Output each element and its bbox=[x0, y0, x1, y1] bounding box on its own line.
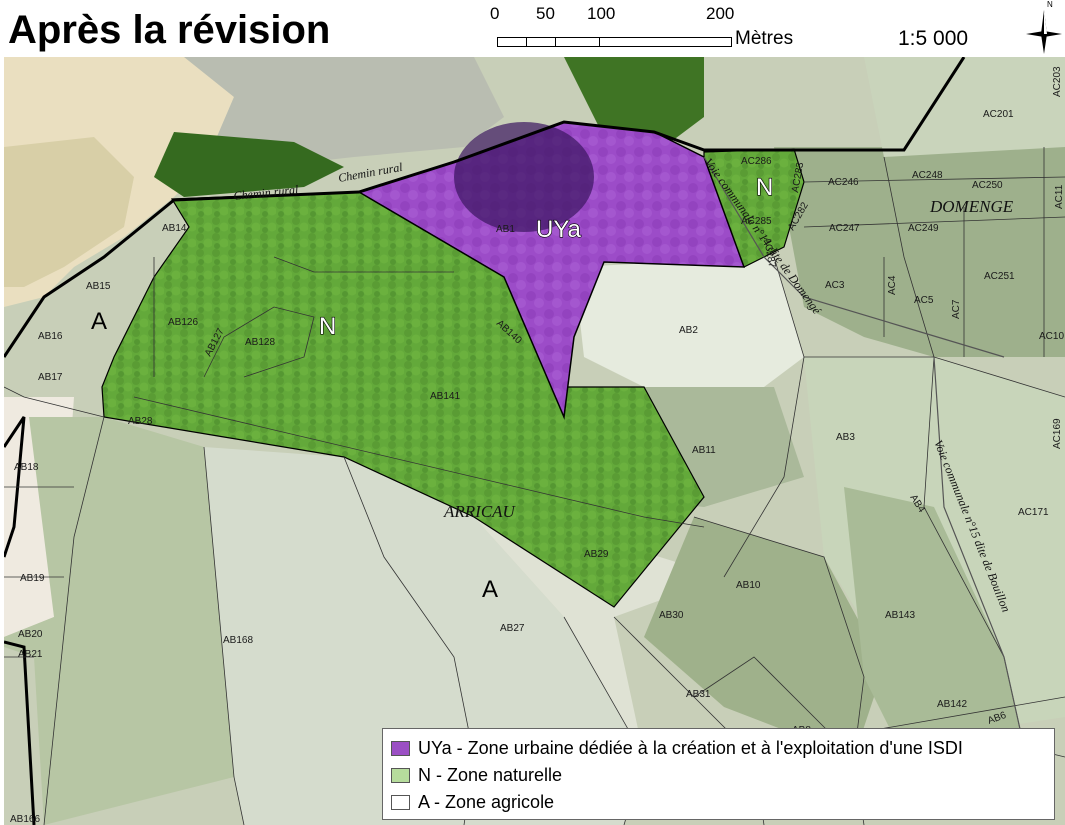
scale-segment bbox=[526, 37, 556, 47]
north-label: N bbox=[1047, 0, 1053, 9]
scale-tick-100: 100 bbox=[587, 4, 616, 23]
parcel-label: AB27 bbox=[500, 623, 525, 634]
tree-band bbox=[154, 132, 344, 197]
scale-bar: 0 50 100 200 Mètres bbox=[480, 4, 840, 52]
map-title: Après la révision bbox=[8, 8, 331, 52]
scale-ratio: 1:5 000 bbox=[898, 27, 969, 50]
parcel-label: AB128 bbox=[245, 337, 275, 348]
field-domenge bbox=[774, 147, 1065, 357]
place-label-domenge: DOMENGE bbox=[929, 197, 1014, 216]
scale-tick-0: 0 bbox=[490, 4, 500, 23]
scale-tick-200: 200 bbox=[706, 4, 735, 23]
parcel-label: AB28 bbox=[128, 416, 153, 427]
parcel-label: AC250 bbox=[972, 180, 1003, 191]
road-label-chemin-rural: Chemin rural bbox=[233, 182, 300, 203]
map-legend: UYa - Zone urbaine dédiée à la création … bbox=[382, 728, 1055, 820]
zone-uya-quarry bbox=[359, 122, 744, 417]
parcel-label: AB11 bbox=[692, 445, 716, 456]
parcel-label: AB10 bbox=[736, 580, 761, 591]
parcel-label: AB29 bbox=[584, 549, 609, 560]
map-canvas[interactable]: UYa N N A A DOMENGE ARRICAU Chemin rural… bbox=[4, 57, 1065, 825]
legend-label-a: A - Zone agricole bbox=[418, 792, 555, 812]
parcel-label: AC203 bbox=[1052, 66, 1063, 97]
commune-boundary bbox=[4, 640, 36, 825]
road-bouillon bbox=[933, 356, 1025, 748]
legend-label-n: N - Zone naturelle bbox=[418, 765, 563, 785]
parcel-label: AB1 bbox=[496, 224, 515, 235]
parcel-label: AC11 bbox=[1054, 184, 1065, 209]
legend-swatch-uya bbox=[391, 741, 410, 756]
parcel-label: AC10 bbox=[1039, 331, 1064, 342]
zone-label-n: N bbox=[319, 313, 336, 340]
parcel-label: AB14 bbox=[162, 223, 187, 234]
zone-label-uya: UYa bbox=[536, 216, 582, 243]
parcel-label: AB17 bbox=[38, 372, 63, 383]
zone-label-n-small: N bbox=[756, 174, 773, 201]
parcel-label: AB168 bbox=[223, 635, 253, 646]
road-domenge bbox=[703, 156, 1005, 358]
scale-segment bbox=[555, 37, 600, 47]
parcel-label: AC201 bbox=[983, 109, 1014, 120]
parcel-label: AC4 bbox=[887, 275, 898, 295]
place-label-arricau: ARRICAU bbox=[443, 502, 517, 521]
north-arrow-icon: N bbox=[1024, 0, 1064, 56]
parcel-label: AC283 bbox=[790, 161, 806, 193]
legend-item-a: A - Zone agricole bbox=[391, 789, 1048, 816]
parcel-label: AC287 bbox=[761, 237, 777, 269]
parcel-label: AB143 bbox=[885, 610, 915, 621]
legend-item-n: N - Zone naturelle bbox=[391, 762, 1048, 789]
parcel-label: AC247 bbox=[829, 223, 860, 234]
parcel-label: AC285 bbox=[741, 216, 772, 227]
field-tan bbox=[4, 137, 134, 287]
parcel-label: AC3 bbox=[825, 280, 845, 291]
parcel-label: AB18 bbox=[14, 462, 39, 473]
legend-label-uya: UYa - Zone urbaine dédiée à la création … bbox=[418, 738, 963, 758]
legend-swatch-a bbox=[391, 795, 410, 810]
parcel-label: AB30 bbox=[659, 610, 684, 621]
parcel-label: AB19 bbox=[20, 573, 45, 584]
parcel-label: AC246 bbox=[828, 177, 859, 188]
parcel-label: AB21 bbox=[18, 649, 43, 660]
scale-segment bbox=[599, 37, 732, 47]
parcel-label: AC248 bbox=[912, 170, 943, 181]
field-ab10 bbox=[644, 517, 884, 757]
parcel-label: AB15 bbox=[86, 281, 111, 292]
parcel-label: AC5 bbox=[914, 295, 934, 306]
parcel-label: AB3 bbox=[836, 432, 855, 443]
parcel-label: AB20 bbox=[18, 629, 43, 640]
parcel-label: AB31 bbox=[686, 689, 711, 700]
legend-swatch-n bbox=[391, 768, 410, 783]
parcel-label: AB16 bbox=[38, 331, 63, 342]
zone-label-a-center: A bbox=[482, 576, 498, 603]
parcel-label: AB141 bbox=[430, 391, 460, 402]
field-ac201 bbox=[864, 57, 1065, 157]
parcel-label: AC169 bbox=[1052, 418, 1063, 449]
parcel-label: AC7 bbox=[951, 299, 962, 319]
field-ab2 bbox=[574, 257, 804, 387]
parcel-label: AB166 bbox=[10, 814, 40, 825]
parcel-label: AC286 bbox=[741, 156, 772, 167]
zone-label-a-left: A bbox=[91, 308, 107, 335]
scale-unit: Mètres bbox=[735, 28, 794, 49]
parcel-label: AC251 bbox=[984, 271, 1015, 282]
field-ab143 bbox=[844, 487, 1024, 757]
commune-boundary bbox=[4, 57, 966, 358]
parcel-label: AB2 bbox=[679, 325, 698, 336]
parcel-label: AC171 bbox=[1018, 507, 1049, 518]
legend-item-uya: UYa - Zone urbaine dédiée à la création … bbox=[391, 735, 1048, 762]
parcel-label: AB142 bbox=[937, 699, 967, 710]
scale-segment bbox=[497, 37, 527, 47]
parcel-label: AC249 bbox=[908, 223, 939, 234]
commune-boundary bbox=[4, 416, 26, 558]
scale-tick-50: 50 bbox=[536, 4, 555, 23]
field-green-left bbox=[4, 417, 234, 825]
parcel-label: AB126 bbox=[168, 317, 198, 328]
zone-n-forest bbox=[102, 192, 704, 607]
